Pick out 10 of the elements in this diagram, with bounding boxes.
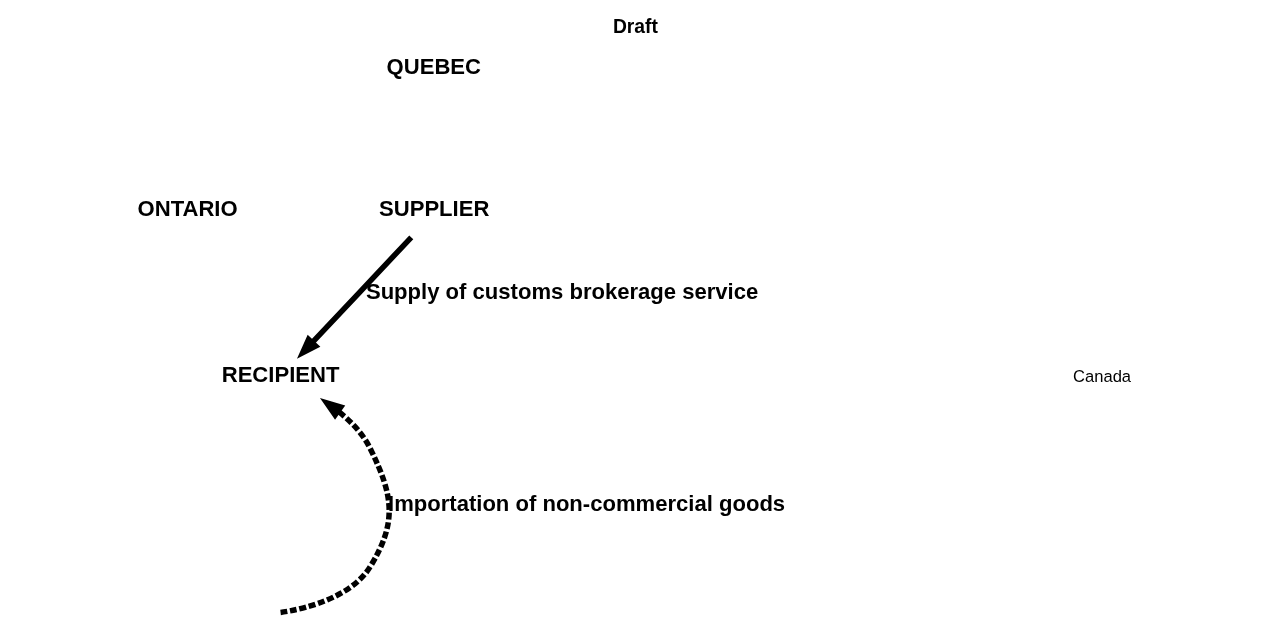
label: ONTARIO: [137, 196, 238, 222]
node-text: SUPPLIER: [379, 196, 490, 222]
label: QUEBEC: [386, 54, 482, 80]
diagram-title: Draft: [612, 16, 658, 38]
edge-label: Importation of non-commercial goods: [388, 491, 786, 517]
arrow: [296, 235, 414, 359]
edge-label: Supply of customs brokerage service: [365, 278, 759, 304]
label: Canada: [1073, 367, 1132, 387]
node-text: RECIPIENT: [221, 361, 340, 387]
arrow: [280, 398, 392, 616]
